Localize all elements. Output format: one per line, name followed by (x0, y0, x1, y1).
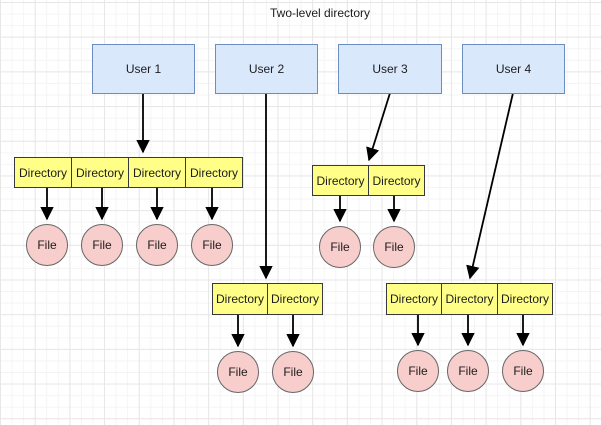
node-directory[interactable]: Directory (14, 157, 72, 188)
node-user-3[interactable]: User 3 (338, 44, 442, 94)
node-file[interactable]: File (26, 224, 68, 266)
diagram-title[interactable]: Two-level directory (269, 6, 371, 20)
node-directory[interactable]: Directory (368, 165, 425, 196)
edge-user4-to-directories[interactable] (466, 92, 514, 280)
node-user-4[interactable]: User 4 (462, 44, 565, 94)
node-directory[interactable]: Directory (71, 157, 129, 188)
node-file[interactable]: File (191, 224, 233, 266)
node-user-1[interactable]: User 1 (92, 44, 195, 94)
node-directory[interactable]: Directory (312, 165, 369, 196)
node-file[interactable]: File (373, 226, 415, 268)
node-file[interactable]: File (217, 351, 259, 393)
node-directory[interactable]: Directory (185, 157, 243, 188)
node-directory[interactable]: Directory (497, 283, 553, 315)
node-user-2[interactable]: User 2 (215, 44, 318, 94)
node-directory[interactable]: Directory (212, 283, 268, 315)
node-file[interactable]: File (447, 350, 489, 392)
node-directory[interactable]: Directory (441, 283, 498, 315)
node-file[interactable]: File (502, 350, 544, 392)
edge-user3-to-directories[interactable] (366, 92, 391, 162)
node-directory[interactable]: Directory (128, 157, 186, 188)
node-file[interactable]: File (397, 350, 439, 392)
node-file[interactable]: File (272, 351, 314, 393)
node-directory[interactable]: Directory (267, 283, 323, 315)
node-file[interactable]: File (136, 224, 178, 266)
node-file[interactable]: File (81, 224, 123, 266)
node-file[interactable]: File (319, 226, 361, 268)
node-directory[interactable]: Directory (386, 283, 442, 315)
